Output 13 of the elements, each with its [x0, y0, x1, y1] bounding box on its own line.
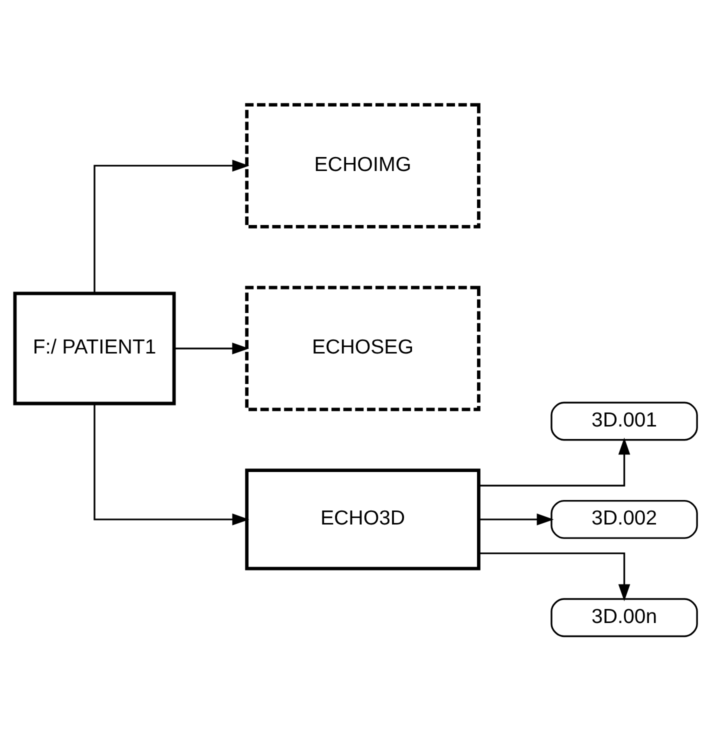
- arrow: [94, 159, 250, 293]
- node-box: ECHO3D: [245, 468, 480, 570]
- node-box: ECHOIMG: [245, 102, 480, 228]
- node-box: 3D.00n: [550, 598, 698, 637]
- arrow: [479, 437, 630, 486]
- node-box: 3D.002: [550, 499, 698, 538]
- arrow: [94, 403, 250, 525]
- arrow: [174, 342, 250, 354]
- node-box: F:/ PATIENT1: [13, 291, 176, 405]
- arrow: [479, 552, 630, 601]
- node-box: 3D.001: [550, 401, 698, 440]
- node-box: ECHOSEG: [245, 285, 480, 411]
- arrow: [479, 513, 554, 525]
